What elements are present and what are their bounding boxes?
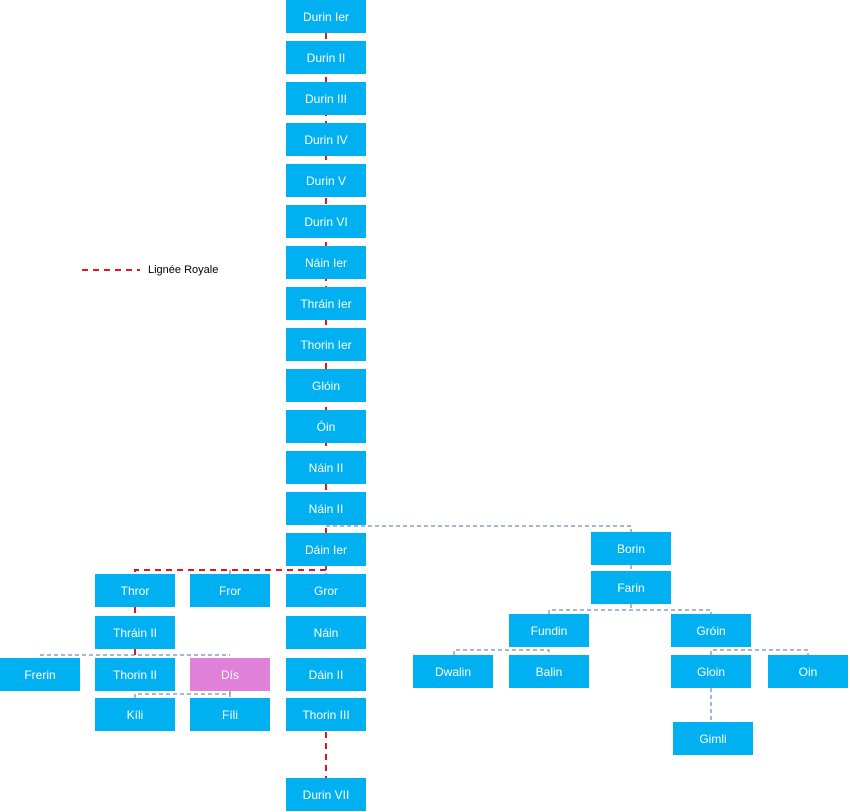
node-dis[interactable]: Dís [190,658,270,691]
node-dwalin[interactable]: Dwalin [413,655,493,688]
branch-dis-children [134,693,231,698]
node-durin-3[interactable]: Durin III [286,82,366,115]
node-nain-2a[interactable]: Náin II [286,451,366,484]
node-durin-5[interactable]: Durin V [286,164,366,197]
node-nain-2b[interactable]: Náin II [286,492,366,525]
node-durin-7[interactable]: Durin VII [286,778,366,811]
node-gimli[interactable]: Gimli [673,722,753,755]
node-nain-3[interactable]: Náin [286,616,366,649]
branch-fundin-children [453,649,550,655]
node-thror[interactable]: Thror [95,574,175,607]
node-thorin-1[interactable]: Thorin Ier [286,328,366,361]
node-fundin[interactable]: Fundin [509,614,589,647]
node-thrain-1[interactable]: Thráin Ier [286,287,366,320]
royal-line-to-thror [134,569,326,574]
node-fror[interactable]: Fror [190,574,270,607]
node-nain-1[interactable]: Náin Ier [286,246,366,279]
node-thorin-2[interactable]: Thorin II [95,658,175,691]
node-kili[interactable]: Kíli [95,698,175,731]
branch-groin-children [710,649,809,655]
node-oin[interactable]: Oin [768,655,848,688]
node-thorin-3[interactable]: Thorin III [286,698,366,731]
node-thrain-2[interactable]: Thráin II [95,616,175,649]
branch-farin-children [548,609,712,614]
node-gror[interactable]: Gror [286,574,366,607]
node-oin-old[interactable]: Óin [286,410,366,443]
legend-label: Lignée Royale [148,264,219,276]
node-durin-6[interactable]: Durin VI [286,205,366,238]
node-balin[interactable]: Balin [509,655,589,688]
node-farin[interactable]: Farin [591,571,671,604]
node-fili[interactable]: Fíli [190,698,270,731]
node-frerin[interactable]: Frerin [0,658,80,691]
node-dain-1[interactable]: Dáin Ier [286,533,366,566]
node-durin-1[interactable]: Durin Ier [286,0,366,33]
node-dain-2[interactable]: Dáin II [286,658,366,691]
node-durin-4[interactable]: Durin IV [286,123,366,156]
node-borin[interactable]: Borin [591,532,671,565]
branch-nain2-borin [326,525,632,532]
node-gloin-old[interactable]: Glóin [286,369,366,402]
node-groin[interactable]: Gróin [671,614,751,647]
node-durin-2[interactable]: Durin II [286,41,366,74]
node-gloin[interactable]: Gloin [671,655,751,688]
